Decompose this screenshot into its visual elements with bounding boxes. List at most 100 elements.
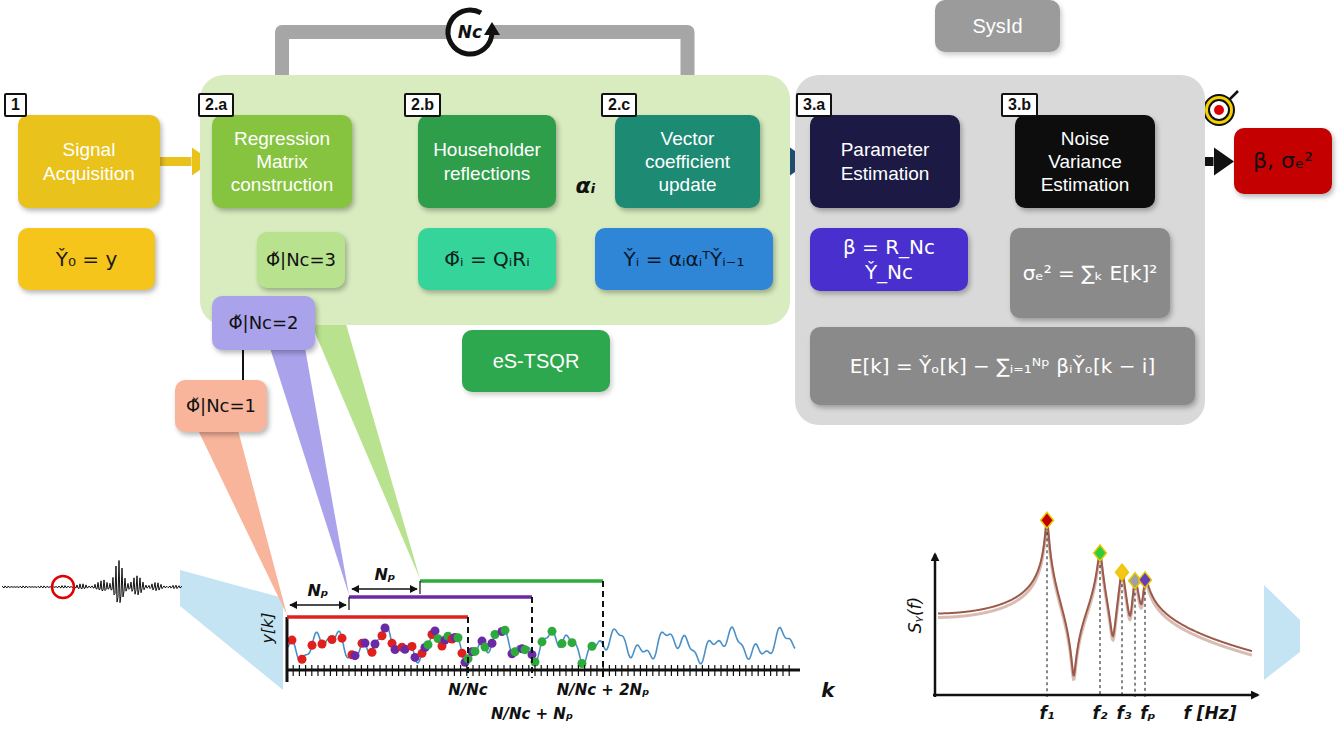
callout-pointer xyxy=(270,348,349,595)
flow-arrow xyxy=(160,157,192,166)
process-box: 1Signal Acquisition xyxy=(18,115,160,208)
peak-markers xyxy=(1094,545,1107,561)
formula-box: E[k] = Y̌ₒ[k] − ∑ᵢ₌₁ᴺᵖ βᵢY̌ₒ[k − i] xyxy=(810,327,1195,405)
formula-box: Φ̌|Nc=2 xyxy=(212,296,315,350)
sample-dots xyxy=(568,638,577,647)
highlight-circle xyxy=(52,576,74,598)
box-label: β = R_Nc Y̌_Nc xyxy=(818,235,960,284)
group-panel: 3.aParameter Estimation3.bNoise Variance… xyxy=(795,75,1205,425)
plot-label: fₚ xyxy=(1140,704,1156,723)
box-label: Y̌₀ = y xyxy=(56,247,118,271)
box-label: β, σₑ² xyxy=(1253,148,1313,175)
plot-label: Nc xyxy=(458,23,482,42)
plot-label: N/Nc + 2Nₚ xyxy=(557,682,650,699)
axis-label: Sᵧ(f) xyxy=(906,597,925,633)
plot-label: f₃ xyxy=(1117,704,1132,723)
sample-dots xyxy=(538,637,547,646)
peak-markers xyxy=(1135,581,1136,697)
formula-box: Y̌ᵢ = αᵢαᵢᵀY̌ᵢ₋₁ xyxy=(595,228,773,290)
edge-label: αᵢ xyxy=(576,173,596,197)
box-label: Φ̃ᵢ = QᵢRᵢ xyxy=(444,247,530,271)
plot-label: N/Nc xyxy=(448,682,487,699)
sample-dots xyxy=(378,631,387,640)
time-axis xyxy=(287,669,800,672)
iteration-symbol xyxy=(484,22,500,35)
window-start xyxy=(286,617,289,682)
sample-dots xyxy=(558,639,567,648)
plot-label: k xyxy=(821,679,834,701)
box-label: Y̌ᵢ = αᵢαᵢᵀY̌ᵢ₋₁ xyxy=(624,247,745,271)
sample-dots xyxy=(381,624,390,633)
group-title: eS-TSQR xyxy=(462,330,610,392)
peak-markers xyxy=(1100,553,1101,697)
target-icon xyxy=(1204,95,1234,125)
window-end xyxy=(467,617,469,678)
sample-dots xyxy=(318,640,327,649)
formula-box: σₑ² = ∑ₖ E[k]² xyxy=(1010,228,1170,318)
formula-box: Φ̌|Nc=1 xyxy=(175,380,267,432)
window-end xyxy=(602,581,604,678)
spectrum-axis xyxy=(933,694,1258,697)
plot-label: f₁ xyxy=(1040,704,1055,723)
box-label: Vector coefficient update xyxy=(623,127,752,197)
target-icon xyxy=(1214,105,1224,115)
plot-label: N/Nc + Nₚ xyxy=(491,706,573,723)
spectrum-curve xyxy=(938,520,1252,675)
formula-box: Y̌₀ = y xyxy=(18,228,155,290)
peak-markers xyxy=(1041,512,1054,528)
axis-label: y[k] xyxy=(259,612,277,643)
sample-dots xyxy=(298,655,307,664)
zoom-wedge xyxy=(180,570,283,690)
spectrum-plot xyxy=(933,512,1258,697)
step-number: 2.b xyxy=(404,93,441,117)
box-label: E[k] = Y̌ₒ[k] − ∑ᵢ₌₁ᴺᵖ βᵢY̌ₒ[k − i] xyxy=(850,354,1155,378)
sample-dots xyxy=(471,647,480,656)
sample-dots xyxy=(424,640,433,649)
signal-plot xyxy=(287,581,800,682)
formula-box: β, σₑ² xyxy=(1234,128,1332,194)
peak-markers xyxy=(1139,572,1152,588)
process-box: 2.cVector coefficient update xyxy=(615,115,760,208)
sample-dots xyxy=(308,641,317,650)
shift-arrow xyxy=(352,588,417,590)
shift-marker xyxy=(348,597,349,610)
step-number: 1 xyxy=(4,93,27,117)
box-label: Parameter Estimation xyxy=(818,138,952,184)
callout-pointer xyxy=(198,430,287,615)
sample-dots xyxy=(371,639,380,648)
plot-label: Nₚ xyxy=(307,582,328,600)
sample-dots xyxy=(588,642,597,651)
spectrum-curve xyxy=(938,524,1252,679)
sample-dots xyxy=(501,626,510,635)
sample-dots xyxy=(488,639,497,648)
step-number: 2.a xyxy=(198,93,234,117)
box-label: Regression Matrix construction xyxy=(220,127,344,197)
step-number: 3.a xyxy=(796,93,832,117)
signal-curve xyxy=(288,626,795,664)
box-label: Φ̌|Nc=1 xyxy=(186,395,256,417)
sample-dots xyxy=(328,635,337,644)
plot-label: Nₚ xyxy=(374,566,395,584)
sample-dots xyxy=(351,651,360,660)
sample-dots xyxy=(454,633,463,642)
peak-markers xyxy=(1122,572,1123,697)
peak-markers xyxy=(1145,580,1146,697)
peak-markers xyxy=(1041,512,1152,697)
window-bar xyxy=(287,615,468,619)
sample-dots xyxy=(288,636,297,645)
target-icon xyxy=(1209,100,1229,120)
box-label: σₑ² = ∑ₖ E[k]² xyxy=(1023,261,1158,285)
plot-label: f [Hz] xyxy=(1184,704,1237,723)
process-box: 2.bHouseholder reflections xyxy=(418,115,556,208)
peak-markers xyxy=(1116,564,1129,580)
process-box: 3.aParameter Estimation xyxy=(810,115,960,208)
step-number: 2.c xyxy=(601,93,637,117)
box-label: Φ̌|Nc=3 xyxy=(266,249,336,271)
sample-dots xyxy=(368,648,377,657)
window-bar xyxy=(349,595,532,599)
peak-markers xyxy=(1047,520,1048,697)
plot-label: f₂ xyxy=(1093,704,1108,723)
sample-dots xyxy=(431,626,440,635)
target-icon xyxy=(1204,91,1238,125)
